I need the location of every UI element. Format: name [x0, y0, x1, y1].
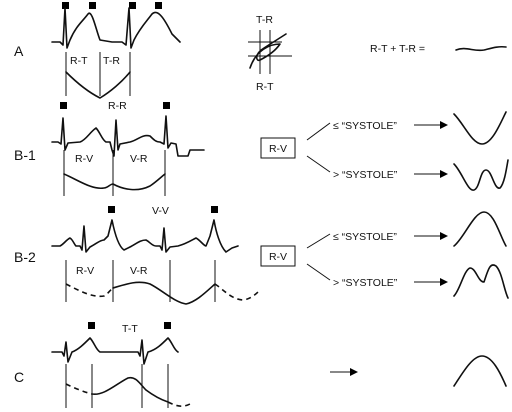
inset-label-tr: T-R	[256, 14, 273, 26]
interval-label-rr: R-R	[108, 100, 127, 112]
row-label-b1: B-1	[14, 147, 36, 163]
timing-curve-b2-dashed	[65, 283, 114, 298]
result-wave-b1-long	[453, 159, 509, 191]
timing-curve-b2	[112, 281, 216, 305]
interval-label-vr: V-R	[130, 265, 148, 277]
ecg-trace-a	[51, 7, 181, 49]
timing-curve-b2-dashed	[214, 283, 261, 301]
arrow-head	[440, 170, 448, 178]
result-wave-a	[455, 45, 507, 52]
result-wave-b2-short	[453, 211, 507, 247]
branch-line	[306, 122, 331, 141]
sum-equation: R-T + T-R =	[370, 43, 425, 55]
branch-line	[306, 233, 331, 249]
interval-label-tt: T-T	[122, 323, 138, 335]
interval-label-rt: R-T	[70, 55, 88, 67]
arrow-head	[350, 368, 358, 376]
beat-marker	[89, 2, 96, 9]
condition-le-systole: ≤ “SYSTOLE”	[333, 231, 397, 243]
beat-marker	[211, 206, 218, 213]
interval-label-rv: R-V	[76, 265, 94, 277]
timing-curve-c-dashed	[167, 401, 191, 407]
beat-marker	[155, 2, 162, 9]
condition-box-label: R-V	[269, 251, 287, 263]
arrow-head	[440, 232, 448, 240]
row-label-b2: B-2	[14, 249, 36, 265]
arrow-head	[440, 121, 448, 129]
condition-gt-systole: > “SYSTOLE”	[333, 277, 398, 289]
row-label-a: A	[14, 43, 24, 59]
beat-marker	[62, 2, 69, 9]
condition-box-label: R-V	[269, 143, 287, 155]
branch-line	[306, 263, 331, 281]
interval-label-vv: V-V	[152, 205, 169, 217]
interval-label-rv: R-V	[75, 153, 93, 165]
condition-box-b1	[260, 137, 296, 159]
result-wave-c	[453, 355, 507, 387]
inset-curve	[249, 33, 287, 69]
arrow-head	[440, 278, 448, 286]
beat-marker	[164, 322, 171, 329]
beat-marker	[108, 206, 115, 213]
beat-marker	[163, 102, 170, 109]
condition-le-systole: ≤ “SYSTOLE”	[333, 120, 397, 132]
timing-curve-b1	[63, 173, 166, 191]
condition-gt-systole: > “SYSTOLE”	[333, 169, 398, 181]
timing-curve-a	[65, 71, 131, 99]
result-wave-b2-long	[453, 264, 509, 299]
ecg-trace-c	[51, 337, 179, 365]
inset-label-rt: R-T	[256, 81, 274, 93]
timing-curve-c	[91, 376, 169, 403]
interval-label-vr: V-R	[130, 153, 148, 165]
ecg-trace-b2	[51, 219, 239, 253]
beat-marker	[129, 2, 136, 9]
beat-marker	[88, 322, 95, 329]
interval-label-tr: T-R	[103, 55, 120, 67]
ecg-trace-b1	[51, 115, 205, 157]
branch-line	[306, 155, 331, 173]
beat-marker	[60, 102, 67, 109]
condition-box-b2	[260, 245, 296, 267]
timing-curve-c-dashed	[65, 383, 93, 395]
row-label-c: C	[14, 369, 24, 385]
result-wave-b1-short	[453, 111, 507, 145]
